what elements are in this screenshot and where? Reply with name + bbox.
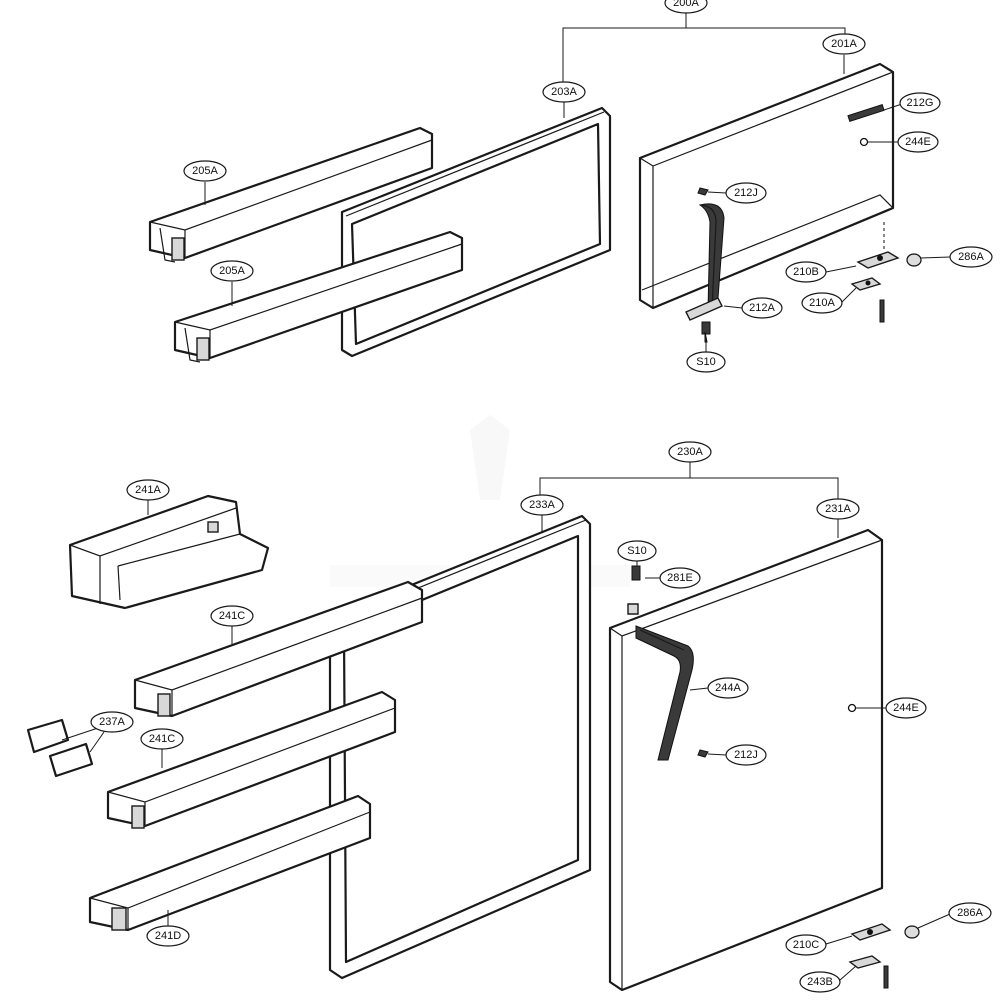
screw-S10-bottom — [631, 560, 641, 581]
callout-212G-text: 212G — [907, 97, 934, 109]
callout-S10-bottom-text: S10 — [627, 545, 647, 557]
spacer-281E — [627, 577, 660, 615]
callout-286A-bottom-text: 286A — [957, 907, 983, 919]
callout-S10-top: S10 — [686, 351, 726, 373]
door-bin-205A-upper — [148, 126, 434, 263]
callout-231A-text: 231A — [825, 503, 851, 515]
cap-244E-bottom — [847, 703, 886, 713]
callout-S10-top-text: S10 — [696, 356, 716, 368]
callout-241C-lower: 241C — [140, 728, 184, 750]
callout-230A: 230A — [668, 441, 712, 463]
callout-243B-text: 243B — [807, 976, 833, 988]
callout-212J-top: 212J — [725, 182, 767, 204]
callout-212G: 212G — [899, 92, 941, 114]
assembly-bracket-200A — [562, 12, 846, 90]
callout-244A-text: 244A — [715, 682, 741, 694]
callout-231A: 231A — [816, 498, 860, 520]
callout-241C-lower-text: 241C — [149, 733, 175, 745]
callout-210C-text: 210C — [793, 939, 819, 951]
callout-212J-bottom: 212J — [725, 744, 767, 766]
callout-244A: 244A — [707, 677, 749, 699]
callout-201A-text: 201A — [831, 38, 857, 50]
callout-230A-text: 230A — [677, 446, 703, 458]
callout-210A-text: 210A — [809, 297, 835, 309]
callout-200A: 200A — [664, 0, 708, 14]
callout-205A-lower: 205A — [210, 260, 254, 282]
freezer-handle-212A — [685, 203, 725, 321]
callout-210A: 210A — [801, 292, 843, 314]
callout-237A-text: 237A — [99, 716, 125, 728]
covers-237A — [26, 718, 105, 778]
callout-286A-top: 286A — [949, 246, 993, 268]
assembly-bracket-230A — [539, 460, 839, 500]
door-bin-241C-lower — [106, 690, 397, 829]
callout-203A: 203A — [542, 81, 586, 103]
door-bin-241D — [88, 794, 372, 932]
hinge-assembly-top — [825, 222, 951, 323]
callout-205A-upper-text: 205A — [192, 165, 218, 177]
callout-S10-bottom: S10 — [617, 540, 657, 562]
callout-212J-bottom-text: 212J — [734, 749, 758, 761]
dairy-bin-241A — [68, 494, 270, 610]
callout-210B-text: 210B — [793, 266, 819, 278]
callout-212J-top-text: 212J — [734, 187, 758, 199]
callout-241D-text: 241D — [155, 930, 181, 942]
callout-212A: 212A — [741, 297, 783, 319]
emblem-212G — [847, 103, 903, 123]
callout-205A-lower-text: 205A — [219, 265, 245, 277]
callout-233A: 233A — [520, 494, 564, 516]
hinge-assembly-bottom — [825, 913, 951, 989]
callout-241C-upper-text: 241C — [219, 610, 245, 622]
clip-212J-bottom — [697, 749, 727, 758]
callout-241A-text: 241A — [135, 484, 161, 496]
fridge-handle-244A — [635, 625, 709, 761]
callout-212A-text: 212A — [749, 302, 775, 314]
callout-205A-upper: 205A — [183, 160, 227, 182]
callout-286A-bottom: 286A — [948, 902, 992, 924]
callout-203A-text: 203A — [551, 86, 577, 98]
cap-244E-top — [859, 137, 898, 147]
clip-212J-top — [697, 187, 727, 196]
door-bin-241C-upper — [133, 580, 424, 718]
callout-210B: 210B — [785, 261, 827, 283]
callout-241A: 241A — [126, 479, 170, 501]
callout-233A-text: 233A — [529, 499, 555, 511]
callout-244E-bottom: 244E — [885, 697, 927, 719]
door-gasket-203A — [340, 100, 612, 358]
callout-200A-text: 200A — [673, 0, 699, 9]
callout-241C-upper: 241C — [210, 605, 254, 627]
callout-244E-top: 244E — [897, 131, 939, 153]
callout-201A: 201A — [822, 33, 866, 55]
callout-244E-bottom-text: 244E — [893, 702, 919, 714]
callout-281E-text: 281E — [667, 572, 693, 584]
callout-210C: 210C — [785, 934, 827, 956]
screw-S10-top — [701, 321, 711, 353]
callout-286A-top-text: 286A — [958, 251, 984, 263]
door-bin-205A-lower — [173, 230, 464, 363]
callout-241D: 241D — [146, 925, 190, 947]
callout-281E: 281E — [659, 567, 701, 589]
callout-243B: 243B — [799, 971, 841, 993]
freezer-door-201A — [638, 55, 895, 310]
callout-labels: 200A 201A 203A 205A 205A 212G 244E 212J … — [90, 0, 993, 993]
callout-244E-top-text: 244E — [905, 136, 931, 148]
callout-237A: 237A — [90, 711, 134, 733]
